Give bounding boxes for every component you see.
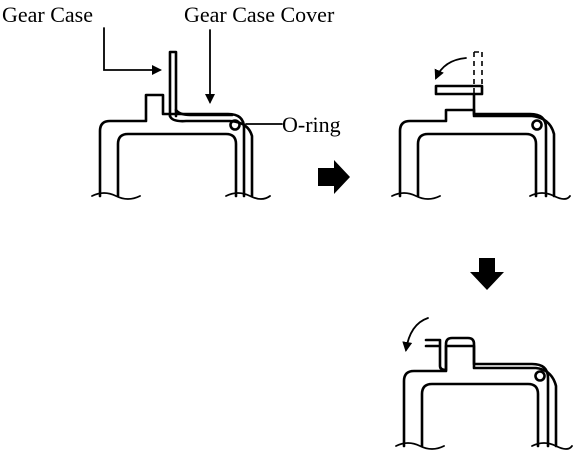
gear-case-cover-flange (472, 92, 556, 198)
gear-case-body (402, 344, 550, 448)
gear-case-cover-sliding (424, 336, 558, 448)
o-ring (229, 119, 241, 131)
gear-case-cover-rotated (434, 84, 484, 96)
step-1-assembled (91, 50, 271, 200)
gear-case-leader (103, 27, 162, 75)
o-ring (531, 119, 543, 131)
curved-arrow-icon (402, 317, 429, 352)
gear-case-label: Gear Case (2, 2, 93, 27)
section-break (391, 192, 571, 200)
cover-original-position (473, 51, 483, 94)
curved-arrow-icon (434, 57, 467, 80)
gear-case-cover-flange (168, 108, 254, 198)
right-arrow-icon (318, 160, 350, 194)
section-break (91, 192, 271, 200)
gear-case-body (98, 93, 246, 198)
section-break (395, 442, 573, 450)
o-ring (534, 370, 546, 382)
gear-case-inner-wall (416, 132, 538, 198)
step-3-cover-removed (395, 317, 573, 450)
gear-case-cover-label: Gear Case Cover (184, 2, 335, 27)
o-ring-label: O-ring (282, 112, 341, 137)
gear-case-cover-upright (168, 50, 178, 118)
gear-case-body (398, 108, 548, 198)
gear-case-inner-wall (420, 382, 540, 448)
gear-case-inner-wall (116, 132, 238, 198)
down-arrow-icon (470, 258, 504, 290)
step-2-cover-tilted (391, 51, 571, 200)
